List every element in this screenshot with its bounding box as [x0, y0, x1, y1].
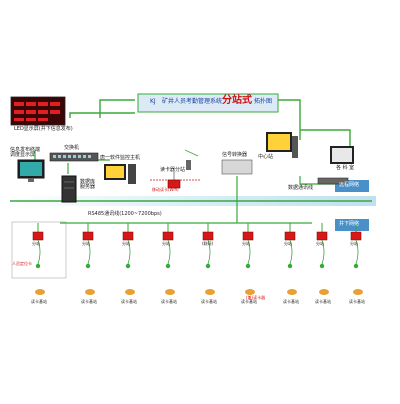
reader-antenna — [287, 263, 293, 269]
worker-figure — [35, 289, 45, 295]
reader-node-label: 读卡基站 — [349, 299, 365, 304]
reader-node-label: 读卡基站 — [201, 299, 217, 304]
reader-node-label: 读卡基站 — [31, 299, 47, 304]
led-caption: LED显示屏(井下信息发布) — [14, 126, 73, 132]
station-node-label: 分站 — [82, 241, 90, 246]
title-main: 矿井人员考勤管理系统 — [162, 98, 223, 105]
title-highlight: 分站式 — [222, 95, 252, 106]
radio-icon — [184, 149, 199, 170]
reader-antenna — [125, 263, 131, 269]
net-line — [69, 112, 135, 118]
dataline-label: 数据通讯线 — [288, 185, 314, 191]
reader-node-label: 读卡基站 — [315, 299, 331, 304]
reader-node-label: 读卡基站 — [81, 299, 97, 304]
reader-antenna — [35, 263, 41, 269]
reader-node-label: 读卡基站 — [241, 299, 257, 304]
reader-antenna — [165, 263, 171, 269]
lower-panel — [8, 213, 376, 323]
center-label: 中心站 — [258, 154, 274, 160]
mobile-label: 移动读卡(Wifi) — [152, 187, 179, 192]
title-prefix: KJ — [150, 98, 156, 105]
worker-figure — [85, 289, 95, 295]
title-suffix: 拓扑图 — [254, 98, 273, 105]
dispatch-label: 信息发布终端 调度显示屏 — [10, 147, 41, 158]
station-node-label: 分站 — [122, 241, 130, 246]
station-node — [162, 231, 174, 241]
reader-cable — [127, 239, 131, 265]
station-node — [350, 231, 362, 241]
worker-figure — [125, 289, 135, 295]
net-line — [300, 129, 351, 146]
station-node-label: 分站 — [316, 241, 324, 246]
reader-cable — [207, 239, 211, 265]
database-server — [61, 175, 77, 203]
station-node — [202, 231, 214, 241]
station-node — [316, 231, 328, 241]
converter-label: 信号转换器 — [222, 152, 248, 158]
worker-figure — [287, 289, 297, 295]
worker-figure — [205, 289, 215, 295]
card-label: 人员定位卡 — [12, 261, 32, 266]
switch-label: 交换机 — [64, 145, 80, 151]
net-line — [270, 99, 301, 140]
reader-cable — [355, 239, 359, 265]
reader-node-label: 读卡基站 — [121, 299, 137, 304]
station-node-label: 分站 — [242, 241, 250, 246]
bus-label: RS485通讯线(1200~7200bps) — [88, 211, 162, 217]
reader-cable — [289, 239, 293, 265]
wifi-station-label: 读卡器分站 — [160, 167, 186, 173]
remote-network-label: 远程网络 — [339, 182, 360, 188]
area-box — [11, 221, 67, 279]
office-label: 各 科 室 — [336, 165, 355, 171]
reader-node-label: 读卡基站 — [283, 299, 299, 304]
station-node — [284, 231, 296, 241]
worker-figure — [319, 289, 329, 295]
station-node — [242, 231, 254, 241]
reader-cable — [87, 239, 91, 265]
worker-figure — [245, 289, 255, 295]
database-label: 数据库 服务器 — [80, 179, 96, 190]
reader-cable — [321, 239, 325, 265]
station-node — [82, 231, 94, 241]
signal-converter — [221, 159, 253, 175]
station-node-label: 分站 — [284, 241, 292, 246]
net-line — [99, 99, 135, 118]
station-node-label: 分站 — [32, 241, 40, 246]
reader-cable — [247, 239, 251, 265]
reader-node-label: 读卡基站 — [161, 299, 177, 304]
beacon-label: (兼)读卡器 — [246, 295, 266, 300]
reader-antenna — [245, 263, 251, 269]
data-device — [317, 177, 349, 185]
station-node — [122, 231, 134, 241]
reader-antenna — [353, 263, 359, 269]
worker-figure — [165, 289, 175, 295]
station-node-label: 分站 — [350, 241, 358, 246]
mine-network-label: 井下网络 — [339, 221, 360, 227]
worker-figure — [353, 289, 363, 295]
reader-cable — [37, 239, 41, 265]
reader-cable — [167, 239, 171, 265]
station-node-label: 分站 — [162, 241, 170, 246]
bus-nodes — [32, 223, 363, 295]
mine-network-tag — [335, 219, 369, 231]
monitor-host-label: 唐一软件监控主机 — [100, 155, 141, 161]
title-banner — [137, 93, 279, 113]
station-node-label: (联网) — [202, 241, 214, 246]
reader-antenna — [85, 263, 91, 269]
reader-antenna — [205, 263, 211, 269]
station-node — [32, 231, 44, 241]
reader-antenna — [319, 263, 325, 269]
